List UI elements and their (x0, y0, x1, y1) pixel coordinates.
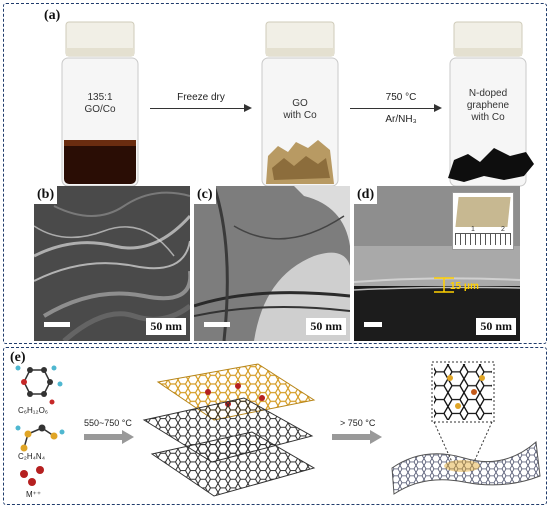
schematic-arrow-1 (84, 430, 134, 444)
dicyandiamide-formula: C₂H₄N₄ (18, 452, 45, 461)
vial-3-line1: N-doped (468, 88, 508, 99)
scale-label-d: 50 nm (476, 318, 516, 335)
metal-ions (20, 466, 44, 486)
step-2-label-1: 750 °C (385, 92, 417, 103)
panel-label-d: (d) (354, 186, 378, 204)
ruler-number-2: 2 (501, 226, 505, 233)
arrow-2-line (350, 108, 436, 109)
layered-graphene-schematic (142, 363, 316, 497)
step-2-label-2: Ar/NH₃ (385, 114, 417, 125)
panel-a-frame (3, 3, 547, 344)
arrow-1-line (150, 108, 246, 109)
vial-2-line1: GO (292, 98, 308, 109)
panel-label-b: (b) (34, 186, 58, 204)
metal-ion-label: M⁺⁺ (26, 490, 42, 499)
glucose-molecule (15, 365, 63, 405)
panel-e-frame (3, 347, 547, 505)
micrograph-d: 15 μm 1 2 50 nm (354, 186, 520, 341)
ruler-number-1: 1 (471, 226, 475, 233)
vial-1-line2: GO/Co (84, 104, 116, 115)
scale-label-c: 50 nm (306, 318, 346, 335)
step-1-label: Freeze dry (177, 92, 225, 103)
arrow-1-head (244, 104, 252, 112)
micrograph-b: 50 nm (34, 186, 190, 341)
vial-3-line2: graphene (466, 100, 510, 111)
scale-label-b: 50 nm (146, 318, 186, 335)
schematic-arrow-2 (332, 430, 382, 444)
inset-ruler (455, 233, 511, 245)
schematic-step-1: 550~750 °C (84, 418, 132, 428)
micrograph-b-texture (34, 186, 190, 341)
vial-1-line1: 135:1 (87, 92, 113, 103)
inset-film (455, 197, 511, 227)
inset-photo: 1 2 (452, 192, 514, 250)
precursor-molecules (15, 365, 65, 486)
scale-bar-c (204, 322, 230, 327)
panel-label-c: (c) (194, 186, 216, 204)
micrograph-c-texture (194, 186, 350, 341)
vial-3-line3: with Co (471, 112, 505, 123)
micrograph-c: 50 nm (194, 186, 350, 341)
vial-2-line2: with Co (283, 110, 317, 121)
thickness-label: 15 μm (450, 281, 479, 292)
arrow-2-head (434, 104, 442, 112)
vial-go-with-co: GO with Co (252, 18, 348, 190)
vial-1-drawing (61, 21, 139, 187)
scale-bar-d (364, 322, 382, 327)
n-doped-graphene-schematic (391, 361, 541, 495)
dicyandiamide-molecule (15, 424, 65, 452)
vial-2-drawing (261, 21, 339, 187)
glucose-formula: C₆H₁₂O₆ (18, 406, 49, 415)
panel-label-a: (a) (44, 8, 61, 23)
schematic-step-2: > 750 °C (340, 418, 376, 428)
panel-label-e: (e) (10, 350, 26, 365)
vial-n-doped-graphene: N-doped graphene with Co (440, 18, 536, 190)
vial-go-co: 135:1 GO/Co (52, 18, 148, 190)
vial-3-drawing (448, 21, 534, 187)
scale-bar-b (44, 322, 70, 327)
